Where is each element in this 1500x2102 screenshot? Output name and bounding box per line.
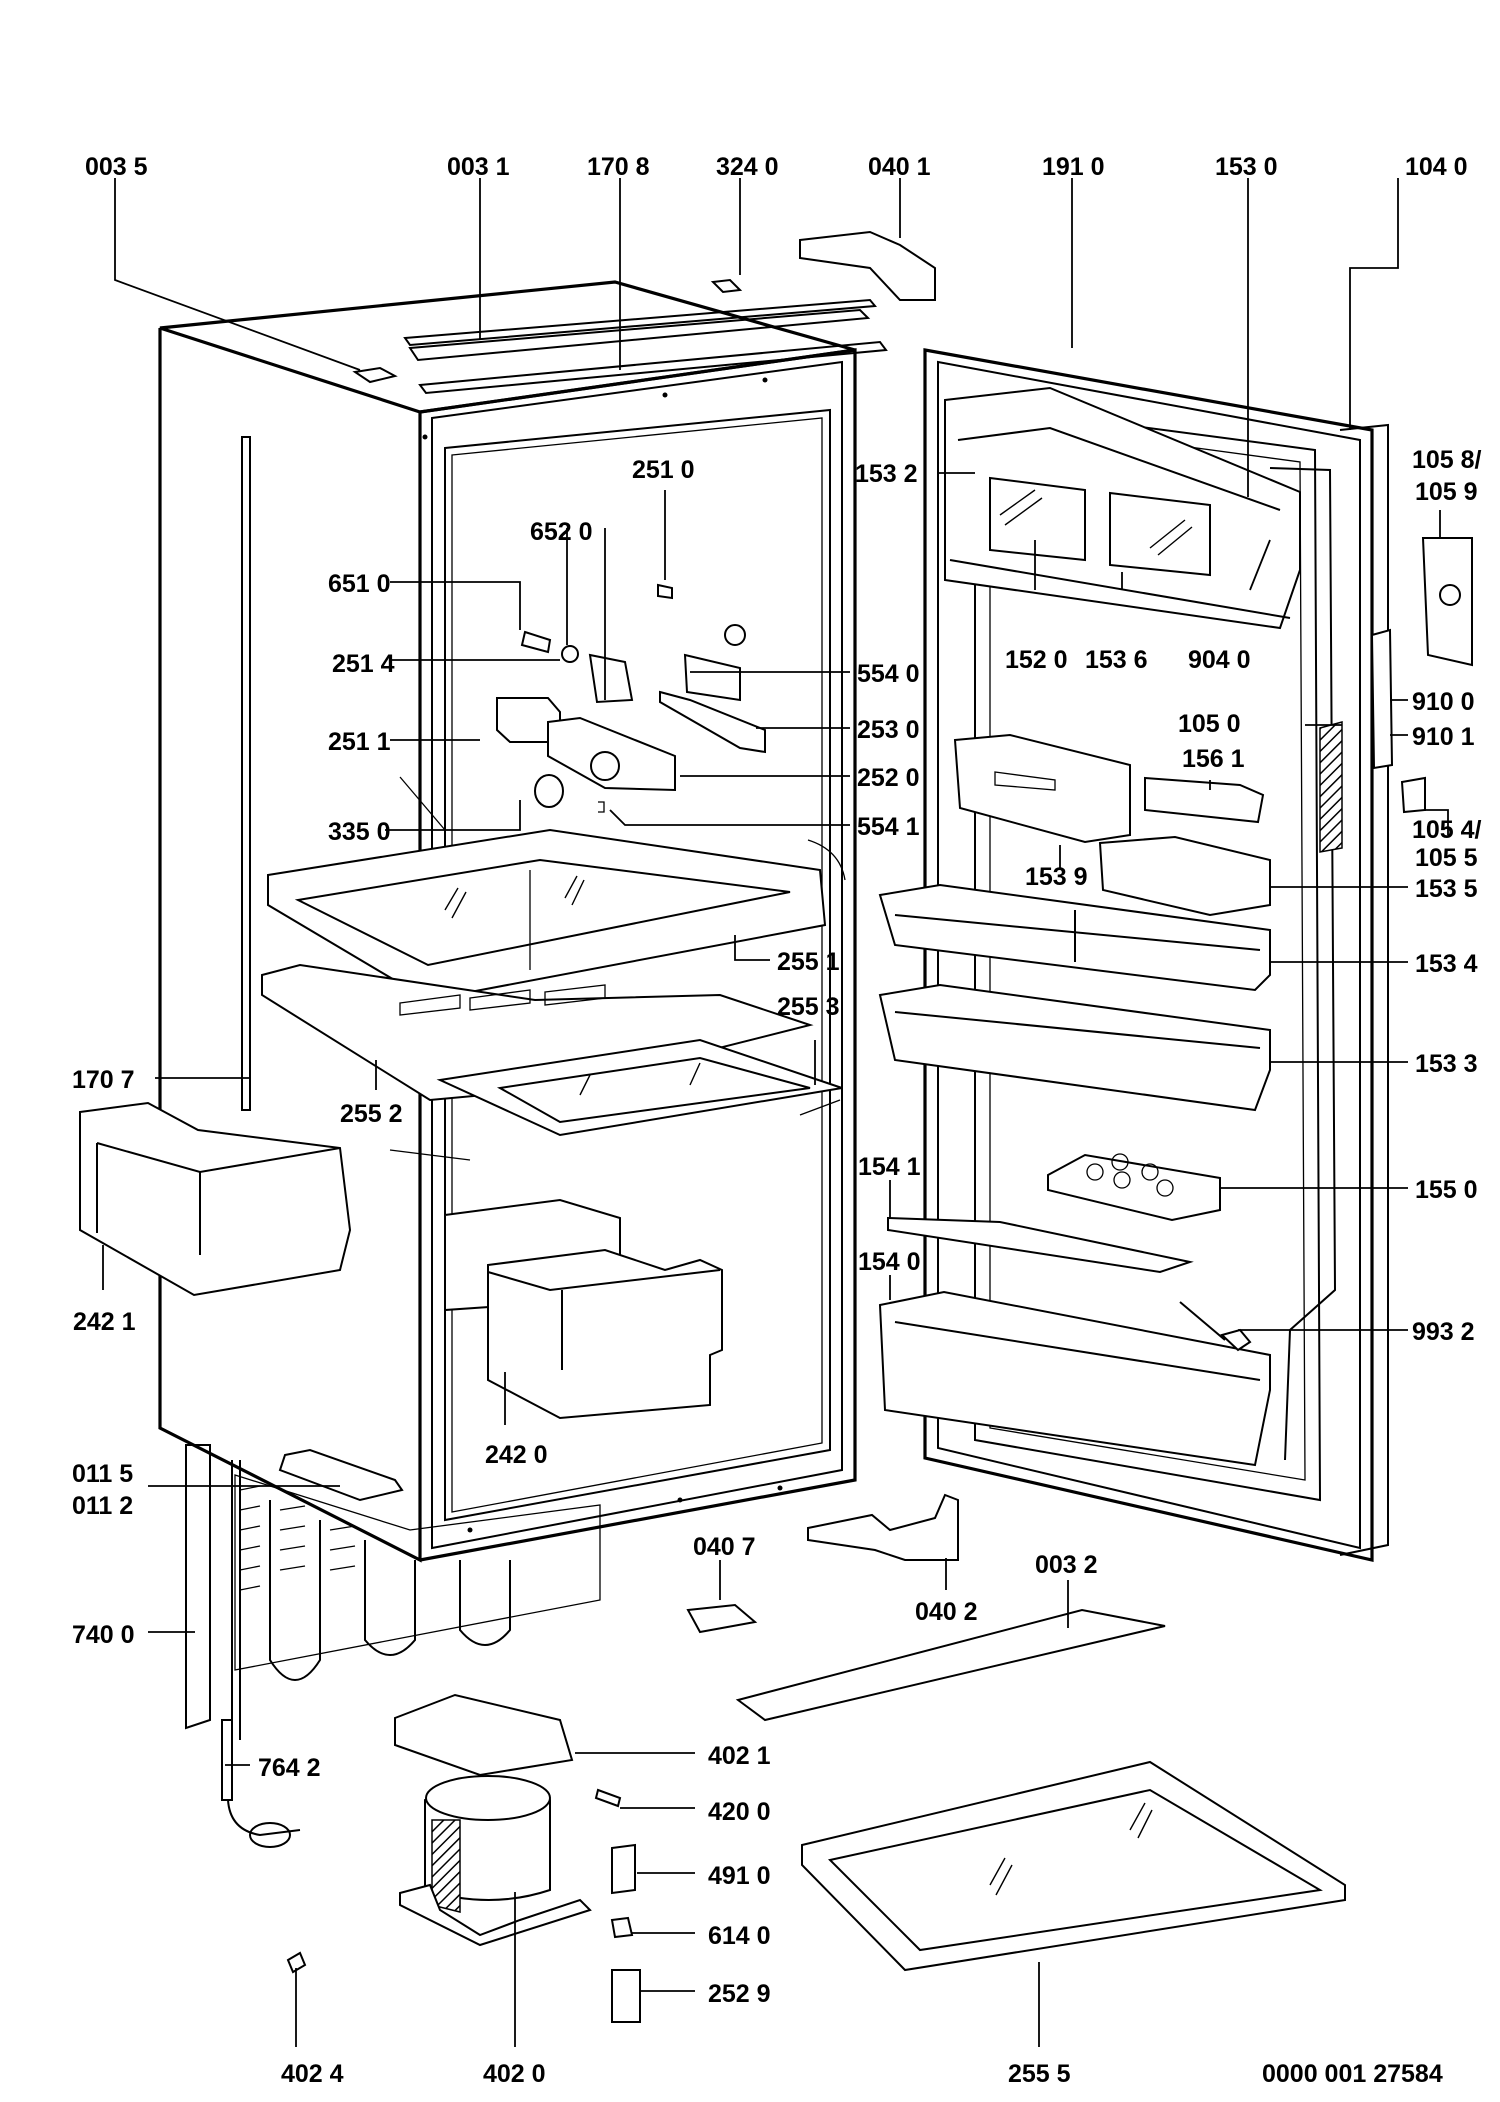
label-105-5: 105 5 [1415,844,1478,872]
label-910-0: 910 0 [1412,688,1475,716]
label-153-3: 153 3 [1415,1050,1478,1078]
drawing-number: 0000 001 27584 [1262,2060,1443,2088]
label-491-0: 491 0 [708,1862,771,1890]
label-242-1: 242 1 [73,1308,136,1336]
label-324-0: 324 0 [716,153,779,181]
label-105-8: 105 8/ [1412,446,1482,474]
label-255-3: 255 3 [777,993,840,1021]
label-191-0: 191 0 [1042,153,1105,181]
label-153-6: 153 6 [1085,646,1148,674]
label-105-9: 105 9 [1415,478,1478,506]
glass-shelves [261,828,843,1137]
label-910-1: 910 1 [1412,723,1475,751]
label-242-0: 242 0 [485,1441,548,1469]
label-040-7: 040 7 [693,1533,756,1561]
label-255-5: 255 5 [1008,2060,1071,2088]
label-554-0: 554 0 [857,660,920,688]
label-170-7: 170 7 [72,1066,135,1094]
label-105-4: 105 4/ [1412,816,1482,844]
condenser-and-compressor [185,1444,1346,2023]
label-255-2: 255 2 [340,1100,403,1128]
label-003-2: 003 2 [1035,1551,1098,1579]
part-labels: 003 5 003 1 170 8 324 0 040 1 191 0 153 … [72,153,1482,2088]
label-402-0: 402 0 [483,2060,546,2088]
leader-lines [102,178,1449,2047]
label-011-2: 011 2 [72,1492,133,1520]
label-255-1: 255 1 [777,948,840,976]
label-253-0: 253 0 [857,716,920,744]
label-420-0: 420 0 [708,1798,771,1826]
label-011-5: 011 5 [72,1460,133,1488]
label-153-4: 153 4 [1415,950,1478,978]
label-170-8: 170 8 [587,153,650,181]
label-335-0: 335 0 [328,818,391,846]
label-154-0: 154 0 [858,1248,921,1276]
label-252-0: 252 0 [857,764,920,792]
label-251-1: 251 1 [328,728,391,756]
label-152-0: 152 0 [1005,646,1068,674]
label-651-0: 651 0 [328,570,391,598]
label-764-2: 764 2 [258,1754,321,1782]
label-153-9: 153 9 [1025,863,1088,891]
label-156-1: 156 1 [1182,745,1245,773]
label-154-1: 154 1 [858,1153,921,1181]
label-153-5: 153 5 [1415,875,1478,903]
label-251-0: 251 0 [632,456,695,484]
door-compartments [878,386,1473,1467]
label-153-0: 153 0 [1215,153,1278,181]
label-003-5: 003 5 [85,153,148,181]
door [710,230,1389,1563]
label-402-4: 402 4 [281,2060,344,2088]
label-105-0: 105 0 [1178,710,1241,738]
control-unit-parts [496,583,766,813]
label-614-0: 614 0 [708,1922,771,1950]
label-155-0: 155 0 [1415,1176,1478,1204]
trim-strip [241,436,251,1111]
label-554-1: 554 1 [857,813,920,841]
label-740-0: 740 0 [72,1621,135,1649]
label-993-2: 993 2 [1412,1318,1475,1346]
label-104-0: 104 0 [1405,153,1468,181]
label-153-2: 153 2 [855,460,918,488]
label-040-1: 040 1 [868,153,931,181]
label-402-1: 402 1 [708,1742,771,1770]
label-652-0: 652 0 [530,518,593,546]
label-904-0: 904 0 [1188,646,1251,674]
label-252-9: 252 9 [708,1980,771,2008]
crisper-boxes [79,1101,723,1420]
label-003-1: 003 1 [447,153,510,181]
label-040-2: 040 2 [915,1598,978,1626]
cabinet-body [158,280,888,1563]
label-251-4: 251 4 [332,650,395,678]
